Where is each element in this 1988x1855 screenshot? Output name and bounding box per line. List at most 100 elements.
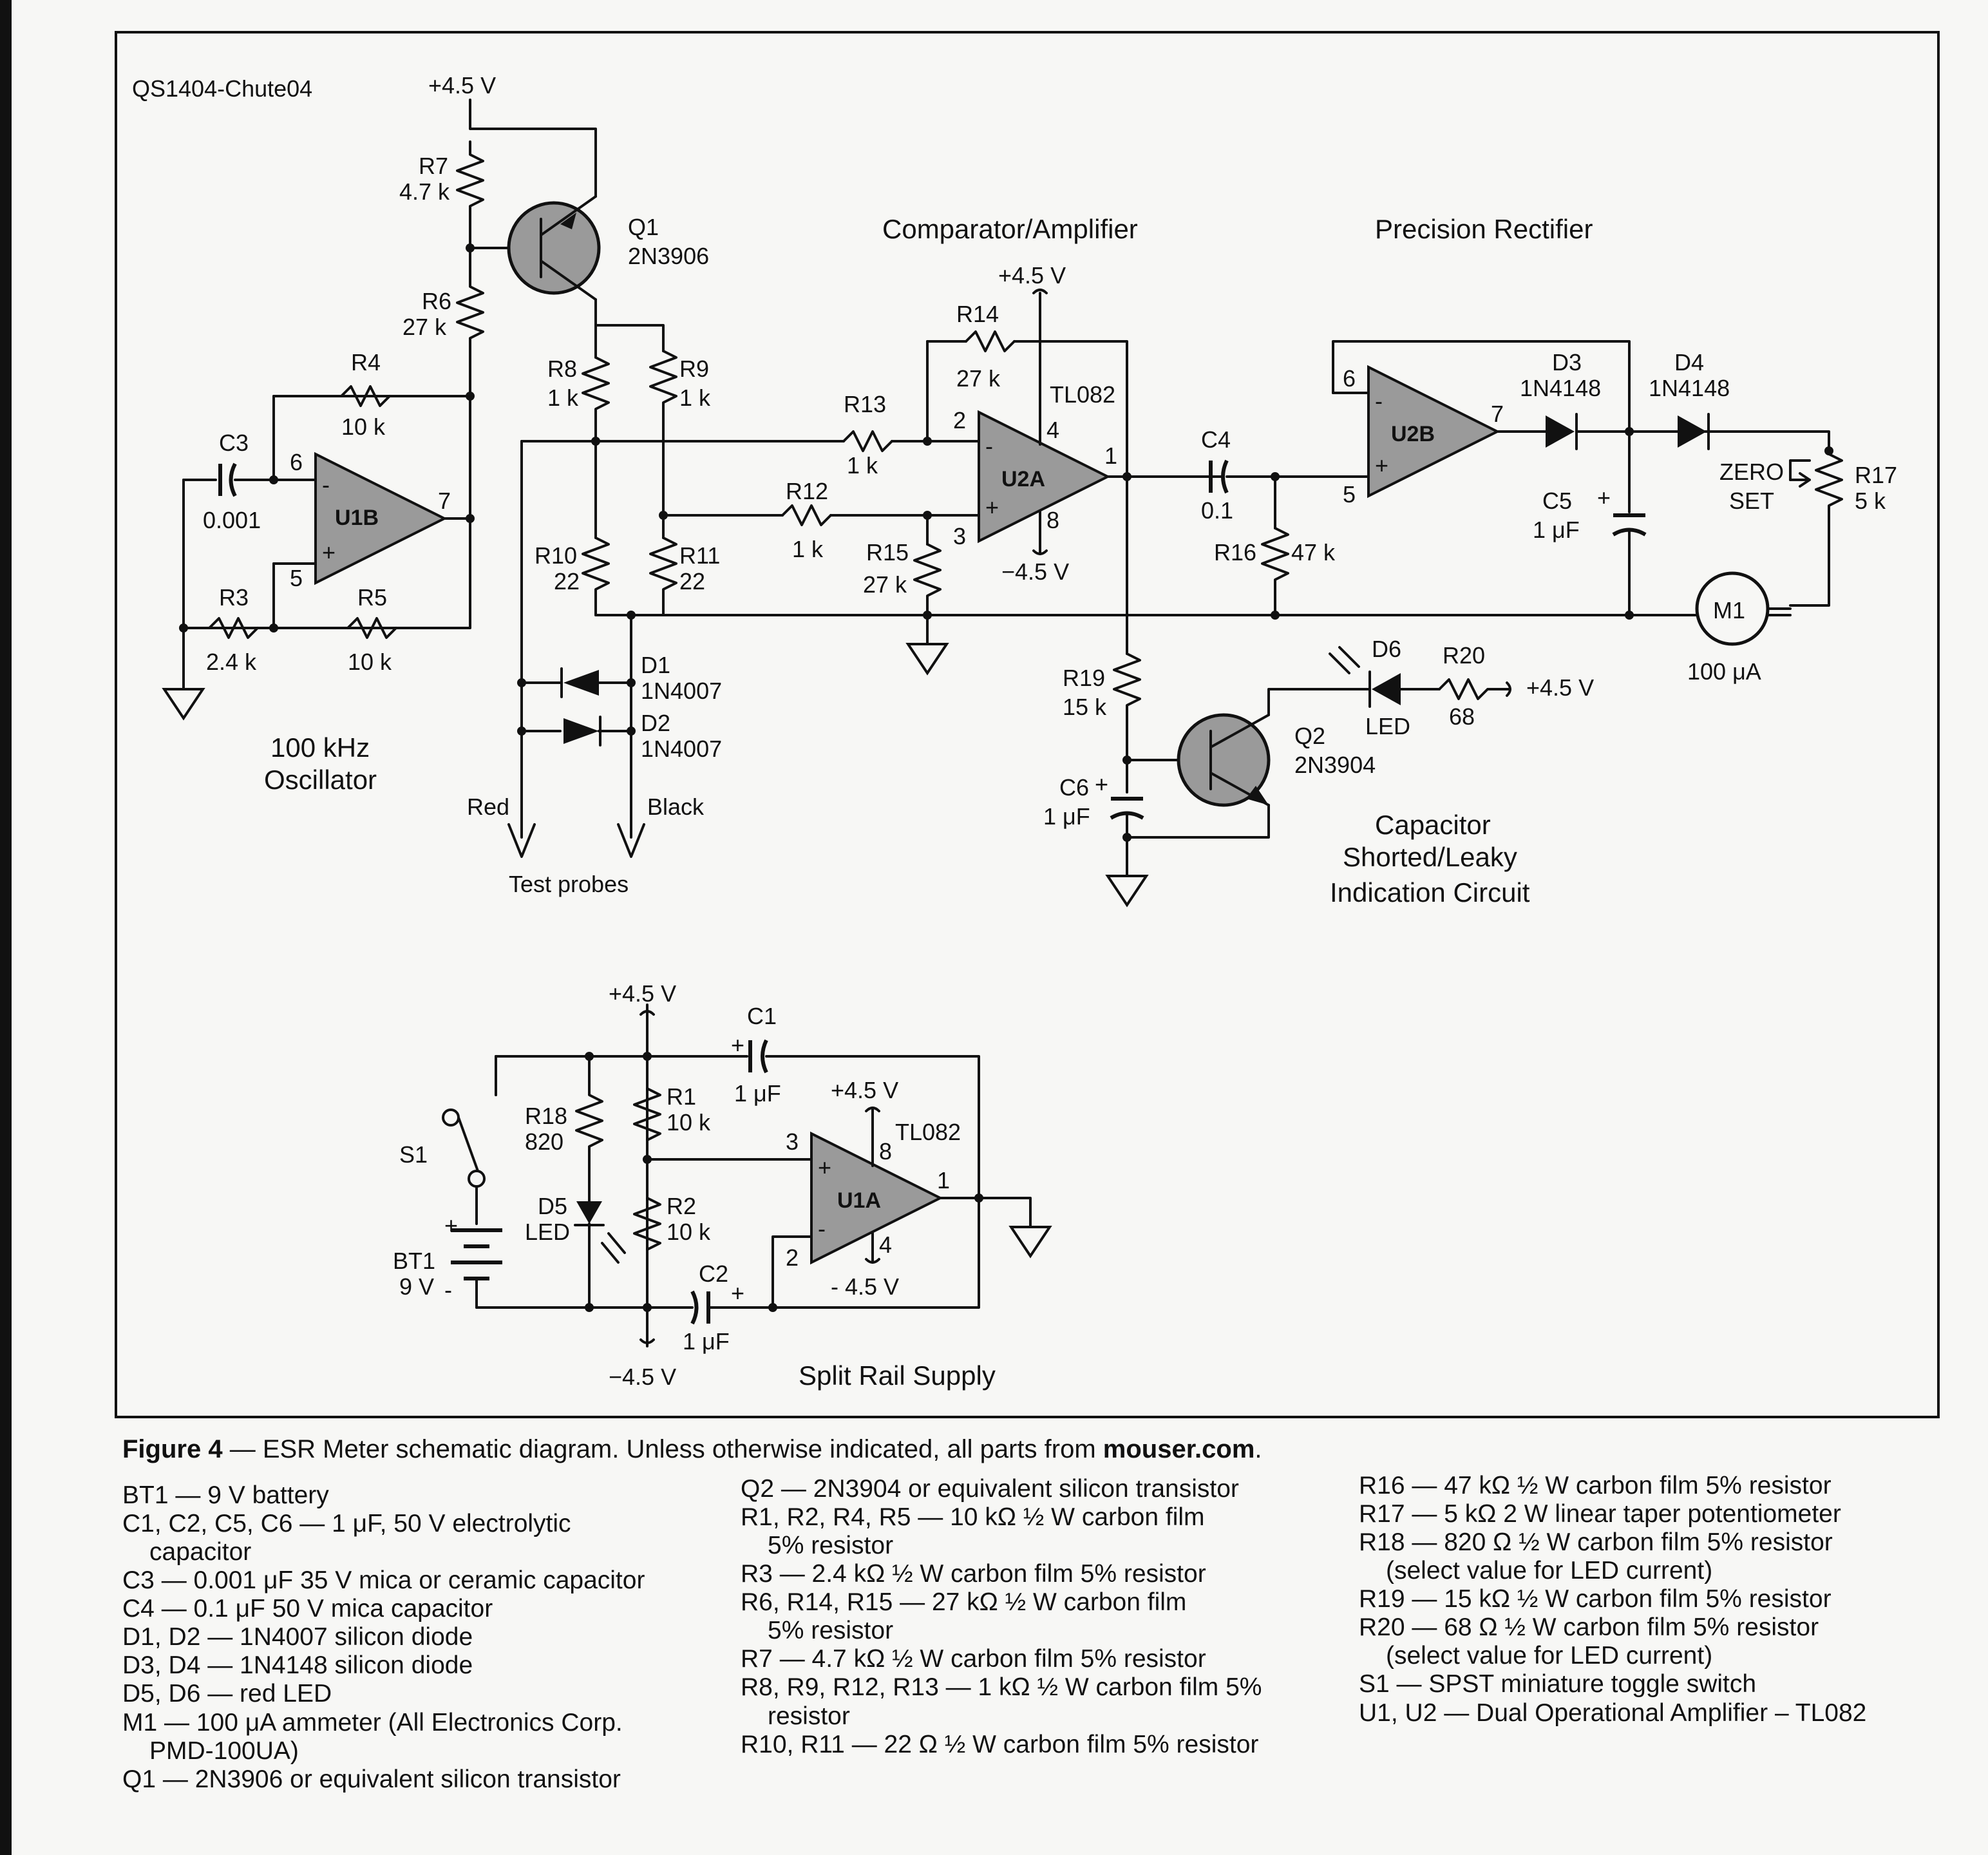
- schematic-label: 2N3904: [1294, 752, 1376, 778]
- schematic-label: +: [985, 494, 999, 520]
- parts-column-2: Q2 — 2N3904 or equivalent silicon transi…: [741, 1475, 1262, 1759]
- schematic-label: +: [1597, 484, 1611, 511]
- schematic-label: 27 k: [956, 365, 1001, 392]
- schematic-label: R19: [1063, 665, 1105, 691]
- bt1-battery: [451, 1228, 502, 1280]
- parts-item: C1, C2, C5, C6 — 1 μF, 50 V electrolytic: [122, 1510, 571, 1538]
- schematic-label: 1 k: [792, 536, 824, 562]
- r13-resistor: [842, 430, 893, 452]
- schematic-label: R1: [667, 1083, 696, 1110]
- parts-item: R6, R14, R15 — 27 kΩ ½ W carbon film: [741, 1588, 1187, 1617]
- schematic-label: R11: [679, 542, 720, 569]
- schematic-label: 1N4148: [1520, 375, 1601, 401]
- d3-diode: [1546, 415, 1575, 448]
- schematic-label: +4.5 V: [1526, 674, 1594, 701]
- ground-symbol-comp: [905, 643, 949, 676]
- schematic-label: C2: [699, 1260, 728, 1287]
- schematic-label: 1N4148: [1649, 375, 1730, 401]
- schematic-label: 10 k: [667, 1109, 711, 1136]
- schematic-label: -: [985, 433, 993, 459]
- parts-item: R1, R2, R4, R5 — 10 kΩ ½ W carbon film: [741, 1503, 1205, 1532]
- schematic-label: 68: [1449, 703, 1475, 730]
- c5-capacitor: [1612, 513, 1647, 537]
- schematic-label: 22: [679, 568, 705, 595]
- caption-text: — ESR Meter schematic diagram. Unless ot…: [222, 1435, 1103, 1463]
- schematic-label: C1: [747, 1003, 777, 1029]
- schematic-label: C5: [1542, 488, 1572, 514]
- r9-resistor: [649, 350, 677, 517]
- schematic-label: 6: [290, 449, 303, 475]
- schematic-label: 5: [290, 565, 303, 591]
- schematic-label: R3: [219, 584, 249, 611]
- schematic-label: +: [731, 1280, 744, 1306]
- schematic-label: R7: [419, 153, 448, 179]
- schematic-label: LED: [525, 1219, 570, 1245]
- schematic-label: 1: [937, 1167, 950, 1194]
- d4-diode: [1678, 415, 1707, 448]
- schematic-label: 1 μF: [1043, 803, 1090, 830]
- schematic-label: R14: [956, 301, 999, 327]
- schematic-label: 1N4007: [641, 736, 722, 762]
- r4-resistor: [340, 385, 391, 407]
- schematic-label: 8: [879, 1138, 892, 1165]
- schematic-label: 820: [525, 1128, 563, 1155]
- schematic-label: S1: [399, 1141, 428, 1168]
- r19-resistor: [1113, 652, 1141, 794]
- s1-switch: [457, 1116, 479, 1172]
- figure-border: [115, 31, 1940, 1418]
- r11-resistor: [649, 537, 677, 616]
- schematic-label: 4: [879, 1232, 892, 1258]
- schematic-label: 2: [786, 1244, 799, 1271]
- schematic-label: R18: [525, 1103, 567, 1129]
- q2-transistor: [1177, 713, 1271, 807]
- parts-item: Q1 — 2N3906 or equivalent silicon transi…: [122, 1765, 621, 1793]
- schematic-label: 3: [953, 523, 966, 549]
- schematic-label: - 4.5 V: [831, 1273, 899, 1300]
- schematic-label: -: [1375, 388, 1383, 414]
- schematic-label: 100 μA: [1687, 658, 1761, 685]
- parts-column-3: R16 — 47 kΩ ½ W carbon film 5% resistor …: [1359, 1472, 1866, 1727]
- r12-resistor: [781, 504, 832, 526]
- parts-item: U1, U2 — Dual Operational Amplifier – TL…: [1359, 1698, 1867, 1727]
- schematic-label: Test probes: [509, 871, 629, 897]
- labels: QS1404-Chute04 +4.5 V R7 4.7 k Q1 2N3906…: [132, 72, 1897, 1391]
- schematic-label: Split Rail Supply: [799, 1360, 996, 1391]
- schematic-label: R10: [535, 542, 577, 569]
- parts-item: capacitor: [149, 1538, 252, 1566]
- schematic-label: Indication Circuit: [1330, 877, 1530, 908]
- schematic-label: R2: [667, 1193, 696, 1219]
- schematic-label: 2N3906: [628, 243, 709, 269]
- schematic-label: 0.1: [1201, 497, 1233, 524]
- u2a-opamp: [978, 410, 1111, 544]
- schematic-label: Oscillator: [264, 765, 377, 795]
- schematic-label: −4.5 V: [609, 1364, 676, 1390]
- r18-resistor: [575, 1055, 603, 1203]
- schematic-label: R17: [1855, 462, 1897, 488]
- schematic-label: 15 k: [1063, 694, 1107, 720]
- schematic-label: 6: [1343, 365, 1356, 392]
- schematic-label: U2A: [1001, 467, 1045, 491]
- parts-column-1: BT1 — 9 V battery C1, C2, C5, C6 — 1 μF,…: [122, 1481, 645, 1794]
- parts-item: 5% resistor: [768, 1532, 894, 1560]
- schematic-label: R12: [786, 478, 828, 504]
- parts-item: S1 — SPST miniature toggle switch: [1359, 1670, 1757, 1698]
- schematic-label: R20: [1443, 642, 1485, 669]
- schematic-label: 4: [1046, 417, 1059, 443]
- schematic-label: 1 μF: [734, 1080, 781, 1107]
- schematic-label: 47 k: [1291, 539, 1336, 566]
- schematic-label: D1: [641, 652, 670, 678]
- d5-led: [576, 1201, 602, 1224]
- r1-resistor: [633, 1087, 661, 1141]
- r5-resistor: [346, 617, 397, 639]
- schematic-label: 27 k: [402, 314, 447, 340]
- r20-resistor: [1438, 678, 1511, 700]
- schematic-label: R16: [1214, 539, 1256, 566]
- r10-resistor: [582, 537, 610, 616]
- schematic-label: D4: [1674, 349, 1704, 376]
- schematic-label: R5: [357, 584, 387, 611]
- schematic-label: 100 kHz: [270, 732, 370, 763]
- schematic-label: +: [444, 1212, 458, 1239]
- parts-item: R7 — 4.7 kΩ ½ W carbon film 5% resistor: [741, 1645, 1206, 1673]
- schematic-label: -: [818, 1215, 826, 1242]
- parts-item: C4 — 0.1 μF 50 V mica capacitor: [122, 1595, 493, 1623]
